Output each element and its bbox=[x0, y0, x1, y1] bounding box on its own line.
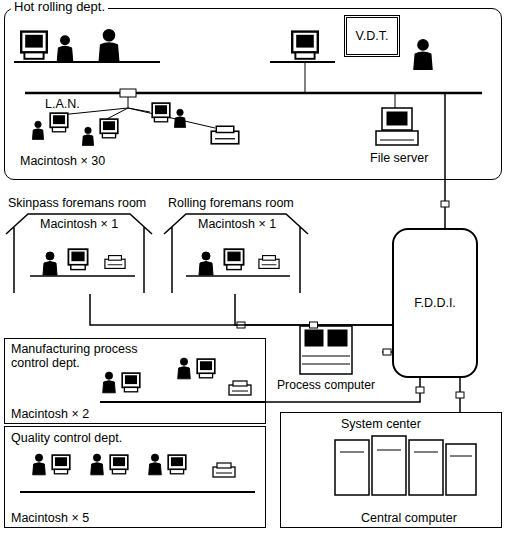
lan-wire bbox=[60, 97, 215, 128]
workstation-icon bbox=[168, 455, 186, 474]
count-label: Macintosh × 30 bbox=[20, 154, 105, 168]
printer-icon bbox=[259, 256, 279, 269]
device-label: File server bbox=[370, 151, 428, 165]
workstation-icon bbox=[197, 359, 215, 378]
workstation-icon bbox=[68, 249, 87, 269]
desk bbox=[186, 275, 290, 277]
workstation-icon bbox=[110, 455, 128, 474]
house-outline bbox=[4, 196, 154, 294]
workstation-icon bbox=[100, 119, 118, 138]
foreman-room: Rolling foremans roomMacintosh × 1 bbox=[162, 196, 310, 294]
house-outline bbox=[162, 196, 310, 294]
workstation-icon bbox=[224, 249, 243, 269]
node-title: Skinpass foremans room bbox=[8, 196, 146, 210]
node-title: V.D.T. bbox=[356, 29, 389, 43]
lan-link bbox=[444, 93, 446, 180]
network-link bbox=[266, 378, 424, 402]
process-computer: Process computer bbox=[270, 322, 382, 396]
person-icon bbox=[82, 127, 93, 145]
network-ring: F.D.D.I. bbox=[392, 228, 478, 378]
department-region: Quality control dept. Macintosh × 5 bbox=[4, 426, 266, 528]
lan-wire bbox=[305, 62, 306, 93]
central-computer-icon bbox=[335, 436, 476, 495]
lan-wire bbox=[395, 93, 396, 108]
person-icon bbox=[178, 358, 191, 379]
person-icon bbox=[103, 372, 116, 393]
workstation-icon bbox=[50, 113, 68, 132]
workstation-icon bbox=[152, 103, 170, 122]
node-subtitle: Macintosh × 1 bbox=[40, 217, 118, 231]
person-icon bbox=[99, 30, 119, 62]
house-outline bbox=[6, 214, 152, 293]
vdt-screen: V.D.T. bbox=[344, 15, 400, 57]
house-outline bbox=[164, 214, 308, 293]
network-link bbox=[456, 378, 464, 412]
foreman-rooms-illustration bbox=[30, 249, 290, 276]
person-icon bbox=[414, 40, 432, 70]
department-region: Manufacturing process control dept. Macin… bbox=[4, 338, 266, 424]
network-link bbox=[382, 349, 392, 355]
file-server-icon bbox=[376, 108, 418, 145]
node-subtitle: Macintosh × 1 bbox=[198, 217, 276, 231]
node-subtitle: Central computer bbox=[361, 511, 457, 525]
lan-bus bbox=[20, 491, 255, 493]
desk bbox=[270, 61, 335, 63]
hot-rolling-illustration bbox=[14, 30, 482, 180]
person-icon bbox=[174, 109, 185, 127]
desk bbox=[14, 61, 160, 63]
workstation-icon bbox=[292, 32, 318, 59]
person-icon bbox=[33, 454, 46, 475]
node-subtitle: Macintosh × 5 bbox=[11, 511, 89, 525]
network-link bbox=[90, 294, 392, 328]
hub-box bbox=[120, 89, 136, 97]
node-title: Hot rolling dept. bbox=[11, 0, 108, 15]
person-icon bbox=[43, 252, 57, 275]
node-title: Manufacturing process control dept. bbox=[11, 342, 161, 371]
node-subtitle: Macintosh × 2 bbox=[11, 407, 89, 421]
lan-bus bbox=[100, 401, 266, 403]
network-label: L.A.N. bbox=[45, 97, 80, 111]
node-title: Rolling foremans room bbox=[168, 196, 294, 210]
person-icon bbox=[91, 454, 104, 475]
printer-icon bbox=[105, 256, 125, 269]
person-icon bbox=[199, 252, 213, 275]
network-link bbox=[235, 294, 392, 328]
node-title: Process computer bbox=[270, 378, 382, 392]
person-icon bbox=[57, 36, 72, 61]
workstation-icon bbox=[52, 455, 70, 474]
workstation-icon bbox=[122, 373, 140, 392]
person-icon bbox=[149, 454, 162, 475]
lan-bus bbox=[25, 92, 482, 95]
printer-icon bbox=[211, 126, 239, 144]
foreman-room: Skinpass foremans roomMacintosh × 1 bbox=[4, 196, 154, 294]
node-title: System center bbox=[341, 417, 421, 431]
process-computer-icon bbox=[300, 326, 352, 374]
node-title: F.D.D.I. bbox=[414, 296, 456, 310]
workstation-icon bbox=[21, 32, 47, 59]
node-title: Quality control dept. bbox=[11, 431, 122, 445]
network-link bbox=[441, 180, 449, 228]
person-icon bbox=[32, 121, 43, 139]
printer-icon bbox=[229, 381, 251, 395]
desk bbox=[30, 275, 135, 277]
printer-icon bbox=[213, 463, 235, 477]
system-center: System centerCentral computer bbox=[280, 412, 502, 528]
